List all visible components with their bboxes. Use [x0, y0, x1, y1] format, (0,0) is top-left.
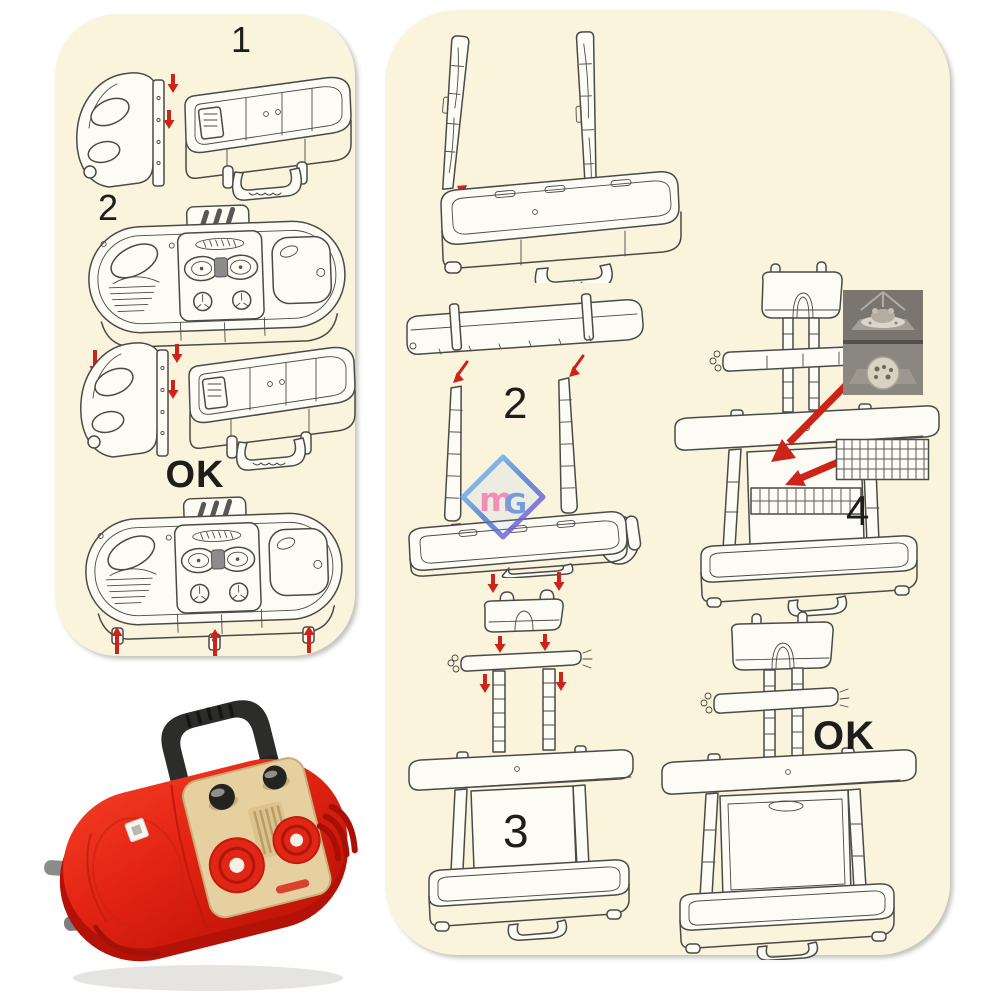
- final-stand-diagram: [661, 611, 917, 960]
- step-2-label: 2: [98, 187, 119, 228]
- grid-rack-piece: [835, 438, 930, 481]
- food-photo-inset: [843, 290, 923, 395]
- product-photo: [44, 700, 358, 991]
- watermark-letter-m: m: [479, 480, 513, 519]
- step-1-label: 1: [231, 19, 252, 60]
- watermark-letter-g: G: [504, 487, 527, 520]
- mg-watermark: m G: [460, 454, 546, 540]
- right-step-3-label: 3: [503, 805, 529, 857]
- poles-inserted-diagram: [440, 31, 682, 283]
- right-step-4-label: 4: [846, 487, 870, 534]
- left-instruction-panel: 1 2 OK: [55, 14, 356, 656]
- shelf-attach-diagram: [406, 293, 644, 578]
- ok-latched-case-diagram: [80, 492, 350, 656]
- right-step-2-label: 2: [503, 379, 528, 428]
- right-ok-label: OK: [813, 714, 875, 758]
- step4-stand-diagram: [674, 261, 940, 617]
- left-ok-label: OK: [165, 454, 225, 496]
- step3-stack-diagram: [408, 572, 634, 941]
- right-instruction-panel: 2: [385, 10, 950, 960]
